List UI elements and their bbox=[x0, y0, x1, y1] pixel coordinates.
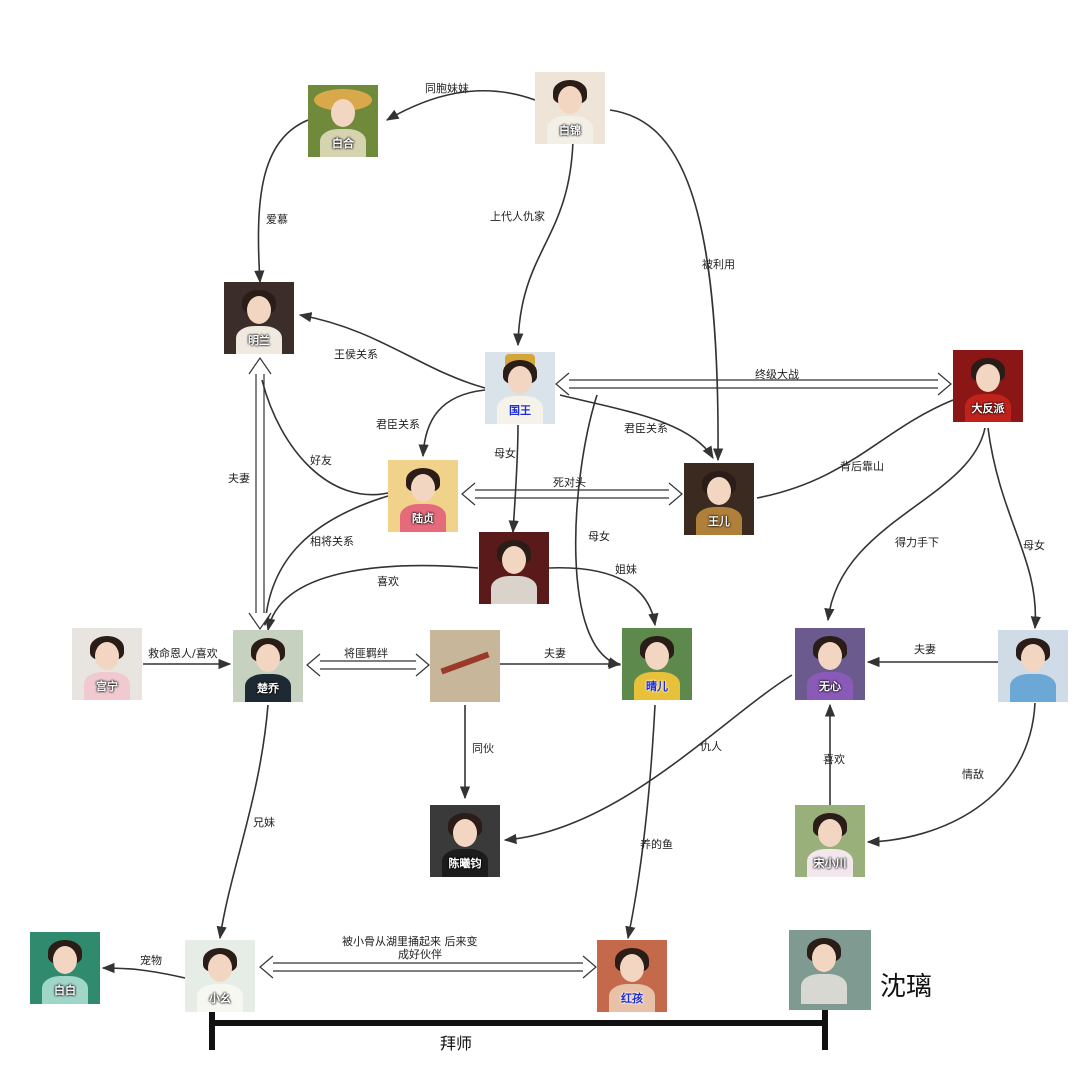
label-munv-far: 母女 bbox=[1023, 538, 1045, 552]
name-yue-ge: 宫宁 bbox=[96, 680, 118, 693]
portrait-warrior bbox=[430, 630, 500, 702]
name-guo-wang: 国王 bbox=[509, 404, 531, 417]
edge-junchen-right bbox=[559, 394, 714, 460]
label-beiliyong: 被利用 bbox=[702, 258, 735, 271]
portrait-chen-xi-jun: 陈曦钧 bbox=[430, 805, 500, 877]
portrait-jing-er: 晴儿 bbox=[622, 628, 692, 700]
portrait-consort: 王儿 bbox=[684, 463, 754, 535]
edge-xiongmei bbox=[216, 704, 269, 940]
name-chu-qiao: 楚乔 bbox=[257, 682, 279, 695]
label-qingdi: 情敌 bbox=[962, 767, 984, 781]
label-xihuan-right: 喜欢 bbox=[823, 752, 845, 766]
portrait-wu-xin: 无心 bbox=[795, 628, 865, 700]
name-lu-zhen: 陆贞 bbox=[412, 512, 434, 525]
edge-beihou bbox=[756, 399, 954, 499]
label-fuqi-right: 夫妻 bbox=[914, 643, 936, 656]
name-consort: 王儿 bbox=[708, 515, 730, 528]
label-chouren: 仇人 bbox=[700, 740, 722, 753]
name-bai-jin: 白锦 bbox=[559, 124, 581, 137]
edge-siduitou-double bbox=[461, 482, 683, 506]
name-jing-er: 晴儿 bbox=[646, 680, 668, 693]
portrait-lu-zhen: 陆贞 bbox=[388, 460, 458, 532]
edge-fuqi-vertical-double bbox=[248, 356, 272, 631]
edge-yangdeyu bbox=[625, 704, 656, 940]
label-xiangjiang: 相将关系 bbox=[310, 534, 354, 548]
label-xihuan-top: 喜欢 bbox=[377, 574, 399, 588]
label-junchen-left: 君臣关系 bbox=[376, 417, 420, 431]
edge-chouren bbox=[503, 674, 793, 845]
label-zhongji: 终级大战 bbox=[755, 367, 799, 381]
edge-shangdai bbox=[513, 139, 574, 347]
name-hong-hai: 红孩 bbox=[621, 992, 643, 1005]
label-huoban-1: 被小骨从湖里捅起来 后来变 bbox=[342, 934, 478, 948]
label-tongbao: 同胞妹妹 bbox=[425, 82, 469, 95]
portrait-chu-qiao: 楚乔 bbox=[233, 630, 303, 702]
name-wu-xin: 无心 bbox=[819, 680, 841, 693]
baishi-bracket bbox=[209, 998, 828, 1050]
edge-zhongji-double bbox=[555, 372, 952, 396]
name-da-fan-pai: 大反派 bbox=[971, 402, 1005, 415]
label-aimu: 爱慕 bbox=[266, 212, 288, 226]
portrait-bai-bai: 白白 bbox=[30, 932, 100, 1004]
label-wanghou: 王侯关系 bbox=[334, 347, 378, 361]
edge-haoyou bbox=[261, 379, 389, 496]
edge-huoban-double bbox=[259, 955, 597, 979]
portrait-guo-wang: 国王 bbox=[485, 352, 555, 424]
portrait-bai-he: 白合 bbox=[308, 85, 378, 157]
edge-beiliyong bbox=[609, 109, 724, 462]
portrait-masked bbox=[479, 532, 549, 604]
edge-jiangchen-double bbox=[306, 653, 430, 677]
portrait-xiaoyao: 小幺 bbox=[185, 940, 255, 1012]
label-fuqi-vertical: 夫妻 bbox=[228, 472, 250, 485]
label-chongwu: 宠物 bbox=[140, 953, 162, 967]
label-siduitou: 死对头 bbox=[553, 475, 586, 489]
label-jiuming: 救命恩人/喜欢 bbox=[148, 646, 218, 660]
label-munv-right: 母女 bbox=[588, 529, 610, 543]
portrait-ming-lan: 明兰 bbox=[224, 282, 294, 354]
edge-jiemei bbox=[547, 566, 659, 627]
portrait-da-fan-pai: 大反派 bbox=[953, 350, 1023, 422]
edge-delishouxia bbox=[824, 427, 986, 622]
name-xiaoyao: 小幺 bbox=[209, 992, 231, 1005]
edge-wanghou bbox=[298, 312, 486, 389]
label-junchen-right: 君臣关系 bbox=[624, 421, 668, 435]
name-bai-he: 白合 bbox=[332, 137, 354, 150]
name-ming-lan: 明兰 bbox=[248, 334, 270, 347]
label-yangdeyu: 养的鱼 bbox=[640, 837, 673, 851]
portrait-right-girl bbox=[998, 630, 1068, 702]
edge-chongwu bbox=[101, 962, 186, 979]
portrait-yue-ge: 宫宁 bbox=[72, 628, 142, 700]
edge-munv-right bbox=[574, 394, 622, 668]
label-beihou: 背后靠山 bbox=[840, 459, 884, 473]
shen-li-name: 沈璃 bbox=[880, 972, 933, 1002]
edge-xihuan-top bbox=[265, 564, 479, 632]
label-haoyou: 好友 bbox=[310, 453, 332, 467]
edge-qingdi bbox=[866, 702, 1036, 847]
portrait-bai-jin: 白锦 bbox=[535, 72, 605, 144]
label-xiongmei: 兄妹 bbox=[253, 816, 275, 829]
label-huoban-2: 成好伙伴 bbox=[398, 947, 442, 961]
label-delishouxia: 得力手下 bbox=[895, 535, 939, 549]
edge-junchen-left bbox=[418, 389, 486, 458]
label-fuqi-mid: 夫妻 bbox=[544, 647, 566, 660]
name-song-xiao-chuan: 宋小川 bbox=[813, 857, 847, 870]
edge-xiangjiang bbox=[260, 495, 389, 627]
edge-munv-far bbox=[987, 427, 1041, 630]
label-jiemei: 姐妹 bbox=[615, 562, 637, 576]
label-tonghuo: 同伙 bbox=[472, 742, 494, 755]
name-chen-xi-jun: 陈曦钧 bbox=[448, 857, 482, 870]
label-shangdai: 上代人仇家 bbox=[490, 209, 545, 223]
label-jiangchen: 将匪羁绊 bbox=[344, 646, 388, 660]
edge-tongbao bbox=[385, 89, 536, 121]
portrait-hong-hai: 红孩 bbox=[597, 940, 667, 1012]
portrait-shen-li bbox=[789, 930, 871, 1010]
name-bai-bai: 白白 bbox=[54, 984, 76, 997]
edge-munv-center bbox=[508, 424, 519, 534]
baishi-label: 拜师 bbox=[440, 1034, 473, 1053]
edge-aimu bbox=[254, 119, 309, 284]
label-munv-center: 母女 bbox=[494, 446, 516, 460]
portrait-song-xiao-chuan: 宋小川 bbox=[795, 805, 865, 877]
